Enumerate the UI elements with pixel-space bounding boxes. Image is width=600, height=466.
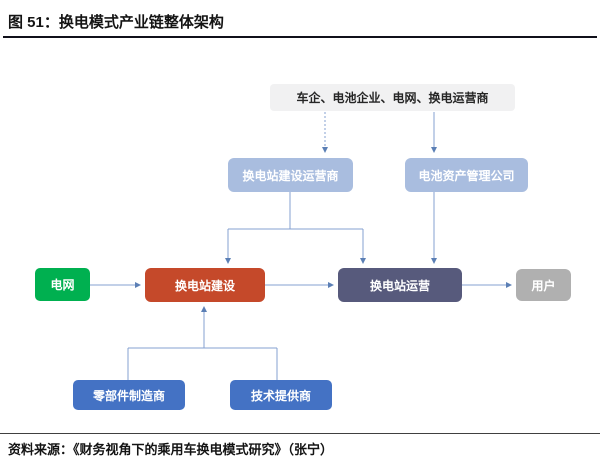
- footer-divider: [0, 433, 600, 434]
- node-battery-asset-company-label: 电池资产管理公司: [418, 168, 515, 183]
- node-end-user-label: 用户: [531, 278, 556, 293]
- title-underline: [3, 36, 597, 38]
- node-power-grid-label: 电网: [50, 278, 75, 292]
- figure-title: 图 51：换电模式产业链整体架构: [8, 14, 224, 31]
- node-station-construction-label: 换电站建设: [174, 278, 235, 293]
- node-station-builder-operator: 换电站建设运营商: [228, 158, 353, 192]
- source-citation: 资料来源：《财务视角下的乘用车换电模式研究》（张宁）: [8, 442, 334, 457]
- node-battery-asset-company: 电池资产管理公司: [405, 158, 528, 192]
- node-station-operation-label: 换电站运营: [369, 278, 430, 293]
- node-end-user: 用户: [516, 269, 571, 301]
- node-station-construction: 换电站建设: [145, 268, 265, 302]
- node-stakeholders: 车企、电池企业、电网、换电运营商: [270, 84, 515, 111]
- node-station-operation: 换电站运营: [338, 268, 462, 302]
- node-station-builder-operator-label: 换电站建设运营商: [242, 168, 339, 183]
- node-parts-manufacturer-label: 零部件制造商: [92, 388, 165, 403]
- node-tech-provider: 技术提供商: [230, 380, 332, 410]
- node-power-grid: 电网: [35, 268, 90, 301]
- node-stakeholders-label: 车企、电池企业、电网、换电运营商: [296, 91, 489, 105]
- node-tech-provider-label: 技术提供商: [250, 388, 311, 403]
- node-parts-manufacturer: 零部件制造商: [73, 380, 185, 410]
